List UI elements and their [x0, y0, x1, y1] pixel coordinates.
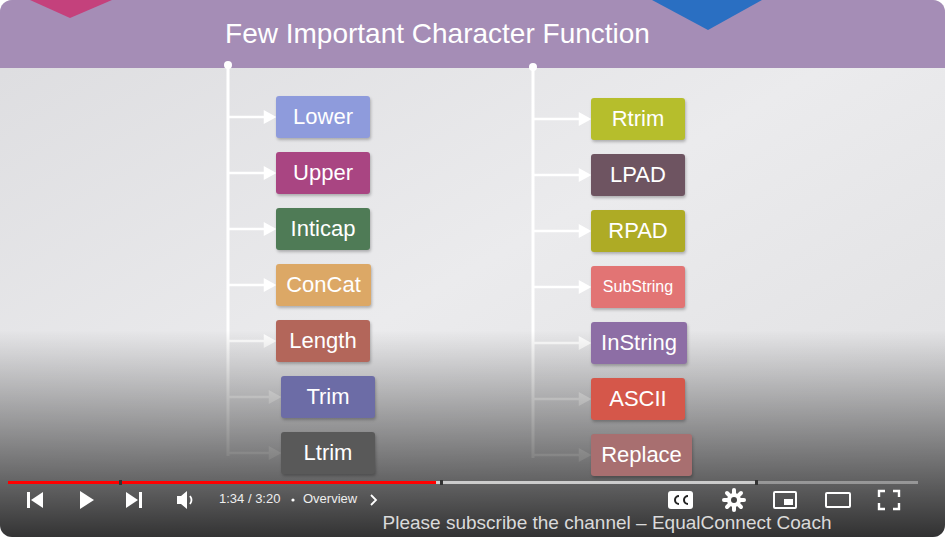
function-name: Inticap: [291, 216, 356, 242]
trunk-dot: [529, 63, 537, 71]
function-name: ConCat: [286, 272, 361, 298]
slide-title: Few Important Character Function: [150, 14, 725, 54]
function-box: Replace: [591, 434, 692, 476]
theater-icon: [826, 493, 850, 507]
miniplayer-icon: [784, 499, 793, 505]
progress-track: [8, 481, 918, 484]
chapter-gap: [755, 480, 758, 485]
function-box: Length: [276, 320, 370, 362]
corner-triangle: [30, 0, 112, 18]
function-box: Upper: [276, 152, 370, 194]
branch-arrow: [533, 118, 583, 121]
function-box: ASCII: [591, 378, 685, 420]
arrow-head: [580, 282, 589, 292]
function-name: Upper: [293, 160, 353, 186]
function-name: LPAD: [610, 162, 666, 188]
captions-icon: [684, 496, 688, 504]
branch-arrow: [228, 172, 268, 175]
function-box: SubString: [591, 266, 685, 308]
arrow-head: [580, 170, 589, 180]
branch-arrow: [533, 230, 583, 233]
function-box: Lower: [276, 96, 370, 138]
settings-icon: [727, 493, 741, 507]
next-icon: [139, 492, 142, 508]
settings-icon: [731, 497, 737, 503]
function-box: Trim: [281, 376, 375, 418]
separator-dot: [291, 498, 294, 501]
miniplayer-icon: [774, 492, 796, 508]
settings-icon: [727, 493, 741, 507]
function-box: LPAD: [591, 154, 685, 196]
captions-icon: [668, 491, 693, 509]
captions-icon: [675, 496, 679, 504]
function-box: InString: [591, 322, 687, 364]
branch-arrow: [228, 228, 268, 231]
branch-arrow: [533, 286, 583, 289]
next-icon: [126, 492, 138, 508]
function-name: Ltrim: [304, 440, 353, 466]
arrow-head: [265, 112, 274, 122]
function-box: Rtrim: [591, 98, 685, 140]
function-box: Ltrim: [281, 432, 375, 474]
chapter-gap: [440, 480, 443, 485]
function-name: Rtrim: [612, 106, 665, 132]
branch-arrow: [228, 284, 268, 287]
arrow-head: [265, 280, 274, 290]
branch-arrow: [533, 174, 583, 177]
function-name: RPAD: [608, 218, 668, 244]
function-name: SubString: [603, 277, 673, 296]
settings-icon: [727, 493, 741, 507]
function-box: RPAD: [591, 210, 685, 252]
function-box: ConCat: [276, 264, 371, 306]
function-name: Replace: [601, 442, 682, 468]
chapter-chevron: [371, 495, 376, 505]
time-display: 1:34 / 3:20: [219, 491, 280, 506]
chapter-gap: [119, 480, 122, 485]
previous-icon: [31, 492, 43, 508]
player-shade: [0, 330, 945, 537]
watermark-note: Please subscribe the channel – EqualConn…: [383, 512, 832, 534]
volume-icon: [190, 496, 192, 504]
chapter-title: Overview: [303, 491, 357, 506]
trunk-dot: [224, 61, 232, 69]
function-name: InString: [601, 330, 677, 356]
function-name: Length: [289, 328, 356, 354]
buffer-bar: [436, 481, 755, 484]
function-name: ASCII: [609, 386, 666, 412]
play-icon: [80, 491, 94, 509]
progress-played: [8, 481, 436, 484]
previous-icon: [27, 492, 30, 508]
function-name: Lower: [293, 104, 353, 130]
arrow-head: [265, 168, 274, 178]
arrow-head: [580, 226, 589, 236]
branch-arrow: [228, 116, 268, 119]
arrow-head: [580, 114, 589, 124]
arrow-head: [265, 224, 274, 234]
corner-triangle: [652, 0, 762, 30]
title-band: [0, 0, 945, 68]
function-box: Inticap: [276, 208, 370, 250]
fullscreen-icon: [879, 491, 899, 509]
volume-icon: [177, 491, 187, 509]
function-name: Trim: [306, 384, 349, 410]
